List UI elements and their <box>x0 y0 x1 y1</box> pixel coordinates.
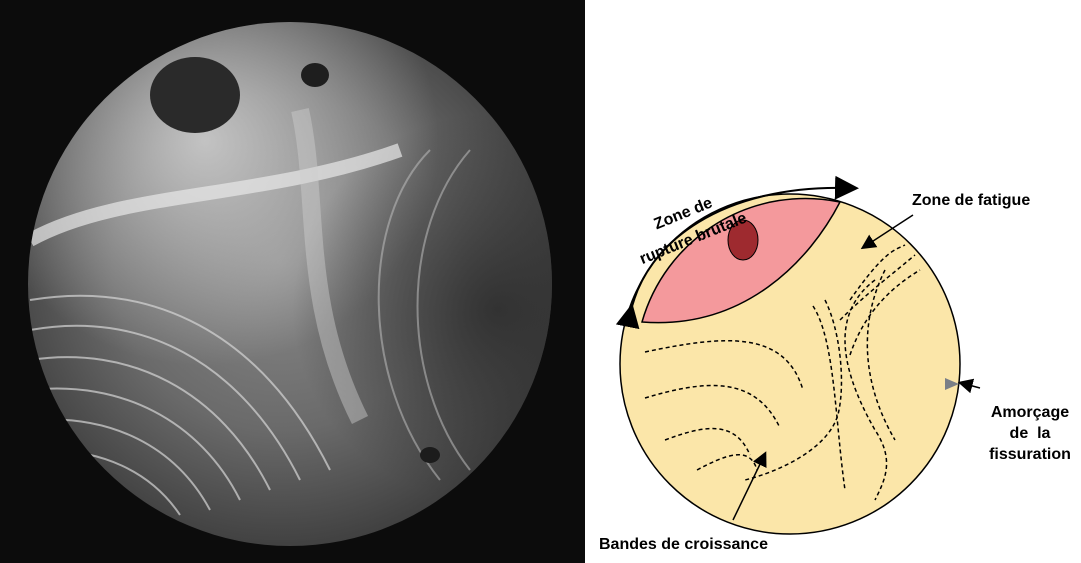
fracture-photo <box>0 0 585 563</box>
initiation-label-line2: de la <box>1010 425 1051 442</box>
fracture-diagram: Zone de rupture brutale Zone de fatigue … <box>585 0 1081 563</box>
fatigue-zone-label: Zone de fatigue <box>912 192 1030 209</box>
initiation-label-line1: Amorçage <box>991 404 1069 421</box>
fracture-diagram-svg: Zone de rupture brutale Zone de fatigue … <box>585 0 1081 563</box>
fracture-photo-image <box>0 0 585 563</box>
growth-bands-label: Bandes de croissance <box>599 536 768 553</box>
initiation-label-line3: fissuration <box>989 446 1071 463</box>
initiation-arrow <box>965 384 980 388</box>
